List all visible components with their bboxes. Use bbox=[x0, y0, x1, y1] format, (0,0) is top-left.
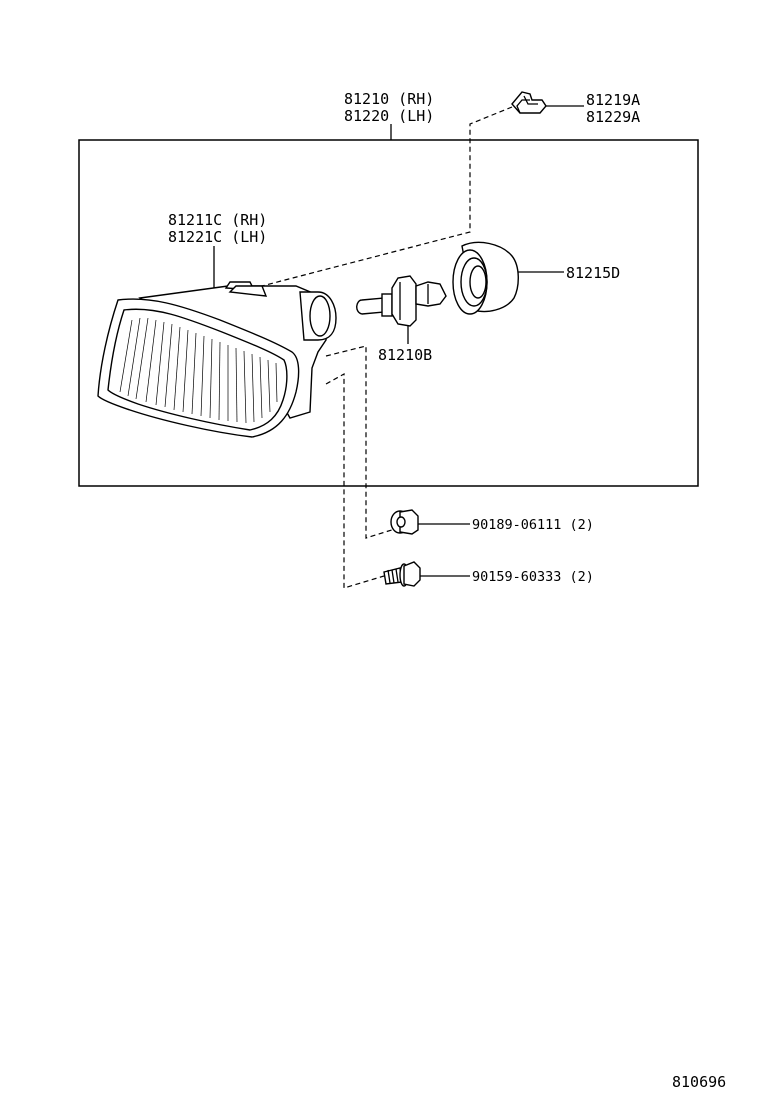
label-clip-2: 81229A bbox=[586, 108, 640, 126]
label-bulb: 81210B bbox=[378, 346, 432, 364]
label-lens-lh: 81221C (LH) bbox=[168, 228, 267, 246]
label-lens-rh: 81211C (RH) bbox=[168, 211, 267, 229]
label-housing-lh: 81220 (LH) bbox=[344, 107, 434, 125]
fog-lamp-assembly bbox=[97, 281, 337, 438]
dashed-leader-bolt bbox=[325, 372, 385, 589]
lens-hatching bbox=[119, 317, 278, 424]
label-nut: 90189-06111 (2) bbox=[472, 517, 594, 533]
label-clip-1: 81219A bbox=[586, 91, 640, 109]
label-housing-rh: 81210 (RH) bbox=[344, 90, 434, 108]
label-socket-cover: 81215D bbox=[566, 264, 620, 282]
flange-bolt-part bbox=[383, 561, 421, 587]
label-bolt: 90159-60333 (2) bbox=[472, 569, 594, 585]
socket-cover-part bbox=[452, 241, 519, 315]
assembly-boundary-box bbox=[78, 139, 699, 487]
diagram-code: 810696 bbox=[672, 1073, 726, 1091]
bulb-part bbox=[356, 275, 447, 327]
flange-nut-part bbox=[390, 509, 419, 535]
dashed-leader-nut bbox=[325, 345, 399, 539]
clip-part bbox=[511, 91, 547, 114]
